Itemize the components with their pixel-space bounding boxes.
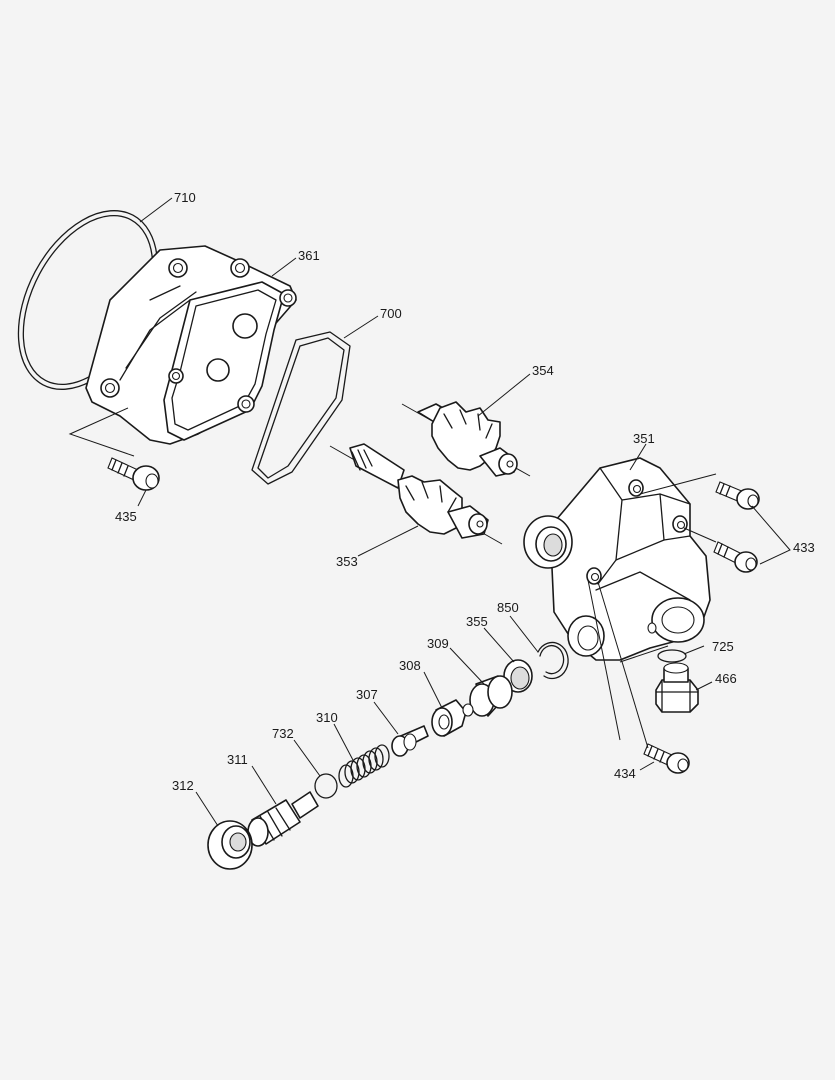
part-309-sleeve: [469, 675, 513, 717]
part-700-seal: [251, 331, 351, 485]
callout-435: 435: [115, 509, 137, 524]
callout-354: 354: [532, 363, 554, 378]
callout-309: 309: [427, 636, 449, 651]
part-351-pump-body: [523, 457, 711, 661]
part-433-bolt-lower: [713, 541, 758, 573]
callout-311: 311: [227, 752, 248, 767]
callout-850: 850: [497, 600, 519, 615]
part-435-bolt: [107, 457, 160, 491]
callout-308: 308: [399, 658, 421, 673]
callout-312: 312: [172, 778, 194, 793]
callout-700: 700: [380, 306, 402, 321]
part-308-valve: [431, 699, 474, 737]
part-312-cap: [207, 820, 253, 870]
callout-434: 434: [614, 766, 636, 781]
part-850-snap-ring: [537, 641, 569, 680]
part-466-plug: [655, 662, 699, 713]
callout-466: 466: [715, 671, 737, 686]
callout-307: 307: [356, 687, 378, 702]
part-732-o-ring: [314, 773, 338, 799]
part-725-o-ring: [657, 649, 687, 663]
part-434-bolt: [643, 743, 690, 774]
callout-361: 361: [298, 248, 320, 263]
callout-355: 355: [466, 614, 488, 629]
part-311-threaded-plug: [247, 791, 319, 847]
callout-710: 710: [174, 190, 196, 205]
callout-353: 353: [336, 554, 358, 569]
callout-725: 725: [712, 639, 734, 654]
part-310-spring: [338, 744, 390, 788]
part-307-pin: [391, 725, 429, 757]
callout-732: 732: [272, 726, 294, 741]
leader-lines: [137, 197, 713, 827]
callout-433: 433: [793, 540, 815, 555]
callout-351: 351: [633, 431, 655, 446]
callout-labels: 710 361 700 354 351 433 435 353 850 355 …: [115, 190, 815, 793]
part-433-bolt-upper: [715, 481, 760, 510]
callout-310: 310: [316, 710, 338, 725]
part-354-gear: [401, 401, 531, 477]
part-361-pump-cover: [85, 245, 297, 445]
part-353-drive-gear: [329, 443, 503, 545]
